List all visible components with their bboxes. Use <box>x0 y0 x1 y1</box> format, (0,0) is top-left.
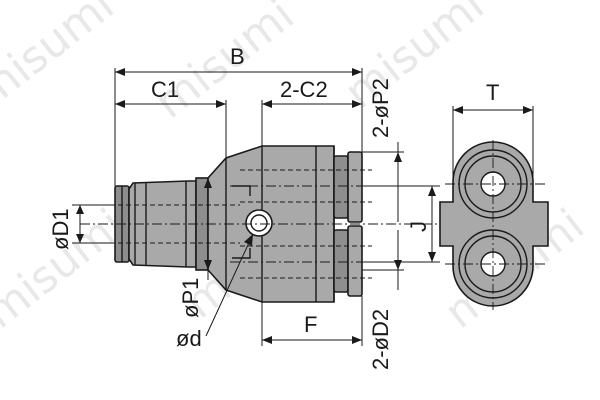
watermark: misumi <box>335 0 493 119</box>
label-C2: 2-C2 <box>280 77 328 102</box>
upper-outlet-ring <box>347 151 363 223</box>
label-P1: øP1 <box>178 278 203 318</box>
label-J: J <box>406 221 431 232</box>
lower-release-collar <box>333 229 349 293</box>
side-view <box>80 145 440 303</box>
watermark: misumi <box>145 0 303 129</box>
label-F: F <box>304 312 317 337</box>
dimension-labels: B C1 2-C2 2-øP2 T øD1 øP1 ød F J 2-øD2 <box>48 44 499 370</box>
upper-release-collar <box>333 155 349 219</box>
label-d: ød <box>176 326 202 351</box>
label-D2: 2-øD2 <box>368 309 393 370</box>
label-B: B <box>230 44 245 69</box>
end-view <box>439 106 549 310</box>
leader-d <box>205 233 254 337</box>
label-D1: øD1 <box>48 208 73 250</box>
watermark: misumi <box>0 0 124 119</box>
dimension-lines <box>72 68 440 346</box>
label-C1: C1 <box>151 77 179 102</box>
label-T: T <box>486 80 499 105</box>
label-P2: 2-øP2 <box>368 78 393 138</box>
mounting-hole <box>245 209 273 237</box>
lower-outlet-ring <box>347 225 363 297</box>
